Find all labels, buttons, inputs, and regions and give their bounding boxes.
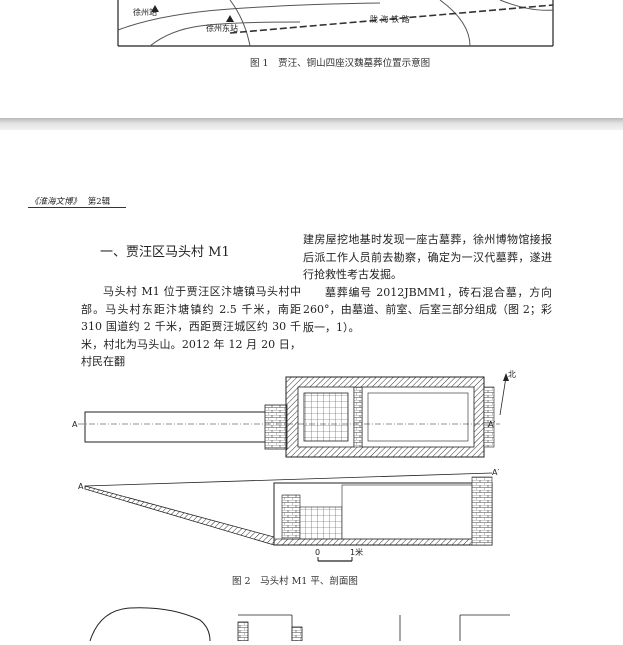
running-header: 《淮海文博》 第2辑 <box>30 195 110 207</box>
figure-1-caption: 图 1 贾汪、铜山四座汉魏墓葬位置示意图 <box>250 58 431 69</box>
location-map-fragment: 徐州站 徐州东站 陇 海 铁 路 <box>0 0 623 50</box>
north-label: 北 <box>508 370 516 379</box>
body-paragraph: 墓葬编号 2012JBMM1，砖石混合墓，方向 260°，由墓道、前室、后室三部… <box>303 285 552 334</box>
header-rule <box>28 207 126 208</box>
map-label-station-2: 徐州东站 <box>206 23 238 33</box>
body-paragraph: 马头村 M1 位于贾汪区汴塘镇马头村中部。马头村东距汴塘镇约 2.5 千米，南距… <box>81 285 301 369</box>
next-figure-svg <box>89 607 510 642</box>
tomb-plan: A A′ 北 <box>72 370 516 458</box>
location-map-svg: 徐州站 徐州东站 陇 海 铁 路 <box>117 0 554 47</box>
ground-line <box>84 472 493 487</box>
station-triangle-icon <box>151 5 159 12</box>
plan-section-end-label: A′ <box>488 420 495 429</box>
figure-2-caption: 图 2 马头村 M1 平、剖面图 <box>232 576 358 587</box>
map-label-station-1: 徐州站 <box>133 7 157 17</box>
north-arrow-icon <box>499 376 507 416</box>
profile-section-end-label: A′ <box>492 468 499 477</box>
section-heading: 一、贾汪区马头村 M1 <box>100 245 230 260</box>
map-railway <box>229 4 554 34</box>
map-road <box>229 0 251 47</box>
front-chamber-floor <box>303 392 349 442</box>
scale-end-label: 1米 <box>350 547 363 557</box>
right-column: 建房屋挖地基时发现一座古墓葬，徐州博物馆接报后派工作人员前去勘察，确定为一汉代墓… <box>303 231 552 337</box>
front-chamber-section <box>299 506 343 540</box>
journal-title: 《淮海文博》 <box>30 197 82 207</box>
plan-section-start-label: A <box>72 420 78 429</box>
tomb-plan-section-figure: A A′ 北 A A′ <box>60 365 560 570</box>
tomb-passage <box>84 411 268 443</box>
body-paragraph: 建房屋挖地基时发现一座古墓葬，徐州博物馆接报后派工作人员前去勘察，确定为一汉代墓… <box>303 233 552 282</box>
tomb-section: A A′ <box>78 468 499 546</box>
tomb-entrance <box>264 404 288 450</box>
map-road <box>439 0 471 47</box>
profile-section-start-label: A <box>78 482 84 491</box>
issue-number: 第2辑 <box>87 197 111 207</box>
map-road <box>499 0 554 11</box>
station-triangle-icon <box>226 15 234 22</box>
rear-chamber-section <box>341 484 473 540</box>
next-figure-fragment <box>60 600 620 642</box>
scale-bar: 0 1米 <box>315 547 363 562</box>
map-road <box>117 2 381 31</box>
tomb-drawing-svg: A A′ 北 A A′ <box>72 370 516 562</box>
sloping-passage <box>84 485 275 546</box>
scale-zero-label: 0 <box>315 548 320 557</box>
rear-chamber-floor <box>367 392 469 442</box>
map-road <box>149 21 301 47</box>
page-separator <box>0 118 623 130</box>
map-label-railway: 陇 海 铁 路 <box>370 14 410 24</box>
left-column: 马头村 M1 位于贾汪区汴塘镇马头村中部。马头村东距汴塘镇约 2.5 千米，南距… <box>81 283 301 371</box>
